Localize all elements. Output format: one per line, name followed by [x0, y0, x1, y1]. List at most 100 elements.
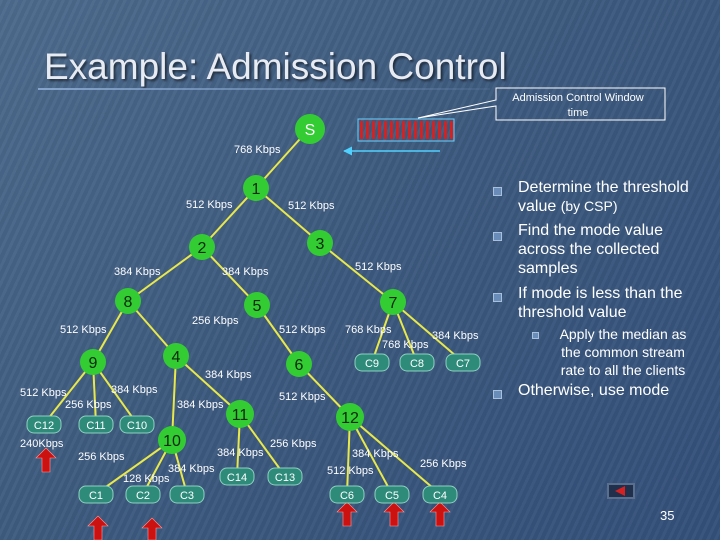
- rate-label: 384 Kbps: [111, 384, 158, 396]
- rate-label: 128 Kbps: [123, 473, 170, 485]
- rate-label: 768 Kbps: [234, 144, 281, 156]
- client-c10: C10: [119, 415, 155, 434]
- client-c8: C8: [399, 353, 435, 372]
- red-arrow-icon: [336, 501, 358, 527]
- bullet-3: If mode is less than the threshold value: [518, 285, 683, 321]
- client-c3: C3: [169, 485, 205, 504]
- bullet-1-text: Determine the threshold value: [518, 179, 689, 215]
- bullet-3a: Apply the median as the common stream ra…: [559, 326, 687, 378]
- node-11: 11: [226, 400, 254, 428]
- bullet-2: Find the mode value across the collected…: [518, 222, 663, 277]
- svg-text:C10: C10: [127, 420, 147, 432]
- edge-12-c5: [349, 416, 393, 495]
- svg-text:C7: C7: [456, 358, 470, 370]
- client-c7: C7: [445, 353, 481, 372]
- edge-9-c12: [43, 361, 94, 425]
- node-9: 9: [80, 349, 106, 375]
- rate-label: 768 Kbps: [345, 324, 392, 336]
- client-c12: C12: [26, 415, 62, 434]
- svg-text:C4: C4: [433, 490, 447, 502]
- rate-label: 384 Kbps: [205, 369, 252, 381]
- svg-text:C11: C11: [86, 420, 105, 432]
- bullet-marker: [493, 293, 502, 302]
- svg-text:C6: C6: [340, 490, 354, 502]
- rate-label: 768 Kbps: [382, 339, 429, 351]
- node-6: 6: [286, 351, 312, 377]
- arrow-left-icon: [615, 486, 625, 496]
- svg-text:4: 4: [172, 349, 181, 366]
- client-c9: C9: [354, 353, 390, 372]
- node-10: 10: [158, 426, 186, 454]
- svg-text:C8: C8: [410, 358, 424, 370]
- red-arrow-icon: [141, 517, 163, 540]
- svg-text:C5: C5: [385, 490, 399, 502]
- rate-label: 384 Kbps: [168, 463, 215, 475]
- client-c14: C14: [219, 467, 255, 486]
- svg-text:C3: C3: [180, 490, 194, 502]
- edge-2-5: [201, 246, 258, 306]
- callout-line1: Admission Control Window: [512, 92, 643, 104]
- page-title: Example: Admission Control: [44, 46, 507, 87]
- svg-text:6: 6: [295, 357, 304, 374]
- rate-label: 384 Kbps: [217, 447, 264, 459]
- bullet-4: Otherwise, use mode: [518, 382, 670, 399]
- rate-label: 256 Kbps: [192, 315, 239, 327]
- node-3: 3: [307, 230, 333, 256]
- edge-7-c7: [392, 301, 464, 363]
- rate-label: 512 Kbps: [279, 324, 326, 336]
- bullet-1: Determine the threshold value (by CSP): [518, 178, 718, 216]
- svg-text:C2: C2: [136, 490, 150, 502]
- node-2: 2: [189, 234, 215, 260]
- rate-label: 512 Kbps: [60, 324, 107, 336]
- svg-text:C9: C9: [365, 358, 379, 370]
- edge-1-3: [255, 187, 321, 244]
- client-c1: C1: [78, 485, 114, 504]
- svg-text:12: 12: [341, 410, 359, 427]
- svg-text:C13: C13: [275, 472, 295, 484]
- edge-4-10: [171, 355, 177, 441]
- client-c13: C13: [267, 467, 303, 486]
- edge-10-c1: [95, 439, 173, 495]
- rate-label: 256 Kbps: [65, 399, 112, 411]
- bullet-marker: [493, 187, 502, 196]
- svg-text:1: 1: [252, 181, 261, 198]
- rate-label: 384 Kbps: [432, 330, 479, 342]
- rate-label: 384 Kbps: [177, 399, 224, 411]
- rate-label: 512 Kbps: [279, 391, 326, 403]
- svg-text:C1: C1: [89, 490, 103, 502]
- title-underline: [38, 88, 490, 90]
- node-s: S: [295, 114, 325, 144]
- edge-4-11: [175, 355, 241, 415]
- client-c2: C2: [125, 485, 161, 504]
- client-c4: C4: [422, 485, 458, 504]
- node-1: 1: [243, 175, 269, 201]
- client-c6: C6: [329, 485, 365, 504]
- rate-label: 384 Kbps: [222, 266, 269, 278]
- node-7: 7: [380, 289, 406, 315]
- svg-text:C14: C14: [227, 472, 247, 484]
- red-arrow-icon: [429, 501, 451, 527]
- node-12: 12: [336, 403, 364, 431]
- svg-text:9: 9: [89, 355, 98, 372]
- rate-label: 512 Kbps: [20, 387, 67, 399]
- sub-bullet-marker: [532, 332, 539, 339]
- svg-text:8: 8: [124, 294, 133, 311]
- svg-text:3: 3: [316, 236, 325, 253]
- node-8: 8: [115, 288, 141, 314]
- rate-label: 384 Kbps: [114, 266, 161, 278]
- rate-label: 512 Kbps: [327, 465, 374, 477]
- rate-label: 384 Kbps: [352, 448, 399, 460]
- svg-text:10: 10: [163, 433, 181, 450]
- bullet-marker: [493, 390, 502, 399]
- rate-label: 512 Kbps: [355, 261, 402, 273]
- client-c5: C5: [374, 485, 410, 504]
- red-arrow-icon: [87, 515, 109, 540]
- rate-label: 256 Kbps: [78, 451, 125, 463]
- client-c11: C11: [78, 415, 114, 434]
- rate-label: 512 Kbps: [186, 199, 233, 211]
- slide-nav-button[interactable]: [607, 483, 635, 499]
- edge-2-8: [127, 246, 203, 302]
- edge-12-c4: [349, 416, 441, 495]
